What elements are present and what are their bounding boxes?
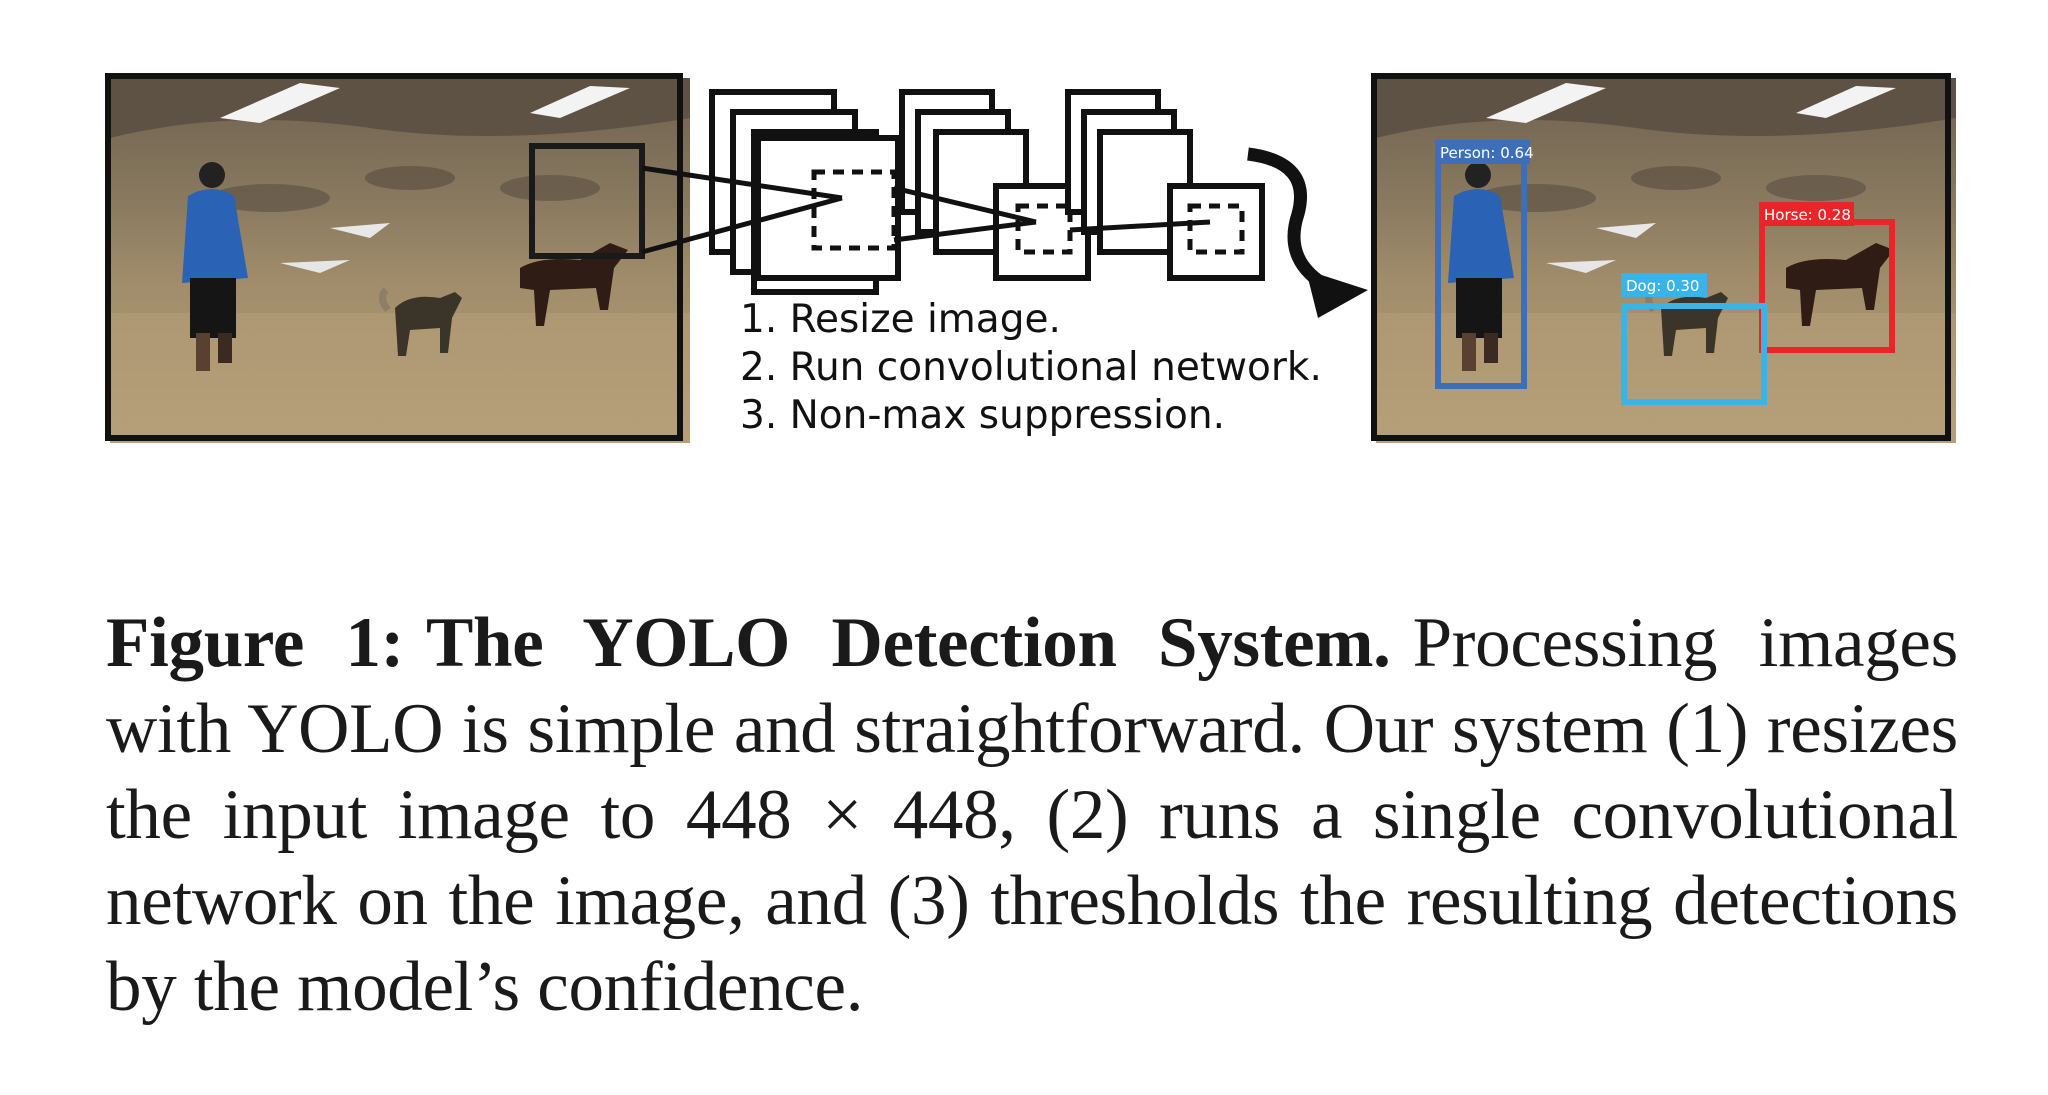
person-label-bg (1435, 140, 1530, 164)
figure-caption: Figure 1: The YOLO Detection System.Proce… (106, 600, 1958, 1030)
caption-label: Figure 1: (106, 604, 404, 682)
dog-label-bg (1621, 273, 1707, 297)
arrow-icon (1247, 147, 1368, 318)
projection-lines (641, 165, 1211, 255)
crop-square (529, 143, 645, 259)
input-image (105, 73, 690, 443)
dog-label: Dog: 0.30 (1626, 277, 1699, 295)
horse-label: Horse: 0.28 (1764, 206, 1851, 224)
dashed-kernels (811, 169, 1245, 255)
caption-title: The YOLO Detection System. (425, 604, 1391, 682)
caption-body: Processing images with YOLO is simple an… (106, 604, 1958, 1026)
person-label: Person: 0.64 (1440, 144, 1534, 162)
horse-label-bg (1759, 202, 1854, 226)
step-2: 2. Run convolutional network. (740, 345, 1322, 390)
step-1: 1. Resize image. (740, 297, 1061, 342)
step-3: 3. Non-max suppression. (740, 393, 1225, 438)
dog-box (1621, 303, 1767, 405)
output-image: Person: 0.64 Horse: 0.28 Dog: 0.30 (1371, 73, 1956, 443)
